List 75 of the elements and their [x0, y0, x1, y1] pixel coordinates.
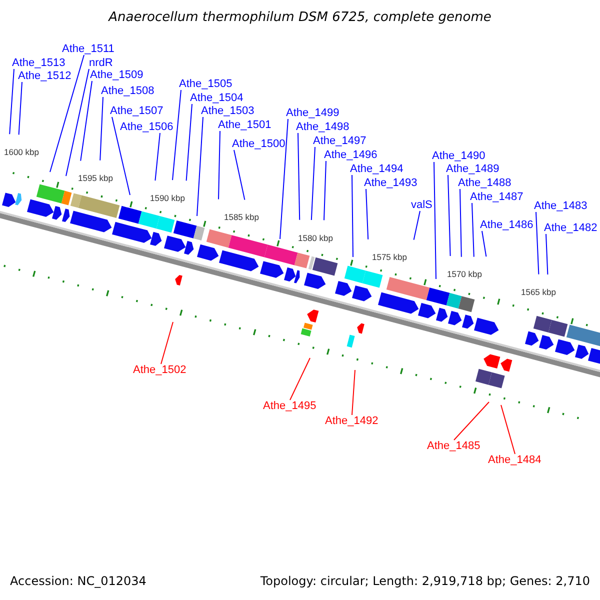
- leader-line: [80, 80, 92, 162]
- leader-line: [160, 322, 174, 364]
- gene-label: Athe_1512: [18, 70, 72, 82]
- gene-label: Athe_1503: [201, 105, 254, 117]
- gene-label: Athe_1483: [534, 200, 588, 212]
- gene-label: Athe_1505: [179, 78, 232, 90]
- scale-label: 1600 kbp: [4, 147, 39, 157]
- leader-line: [546, 234, 548, 275]
- leader-line: [290, 358, 310, 400]
- scale-label: 1575 kbp: [372, 252, 407, 262]
- leader-line: [352, 174, 354, 258]
- leader-line: [434, 162, 436, 280]
- gene-label: valS: [411, 199, 432, 211]
- leader-line: [18, 82, 22, 136]
- scale-label: 1595 kbp: [78, 173, 113, 183]
- scale-label: 1590 kbp: [150, 193, 185, 203]
- gene-label: Athe_1508: [101, 85, 154, 97]
- leader-line: [536, 212, 540, 275]
- gene-label: Athe_1487: [470, 191, 524, 203]
- leader-line: [234, 150, 246, 200]
- gene-label: Athe_1499: [286, 107, 340, 119]
- accession-text: Accession: NC_012034: [10, 575, 146, 587]
- leader-line: [324, 160, 326, 221]
- title: Anaerocellum thermophilum DSM 6725, complete genome: [107, 10, 492, 26]
- gene-label: Athe_1485: [427, 440, 480, 452]
- gene-label: Athe_1494: [350, 163, 404, 175]
- leader-line: [186, 104, 192, 182]
- gene-label: Athe_1482: [544, 222, 598, 234]
- leader-line: [352, 370, 356, 416]
- leader-line: [66, 68, 90, 176]
- leader-line: [112, 116, 130, 196]
- gene-label: nrdR: [89, 57, 113, 69]
- leader-line: [454, 402, 490, 440]
- leader-line: [482, 230, 487, 258]
- gene-label: Athe_1489: [446, 163, 500, 175]
- gene-label: Athe_1501: [218, 119, 272, 131]
- genome-stats-text: Topology: circular; Length: 2,919,718 bp; Genes: 2,710: [260, 575, 590, 587]
- gene-label: Athe_1484: [488, 454, 542, 466]
- gene-label: Athe_1497: [313, 135, 366, 147]
- scale-label: 1580 kbp: [298, 233, 333, 243]
- gene-label: Athe_1504: [190, 92, 244, 104]
- gene-label: Athe_1506: [120, 121, 174, 133]
- scale-label: 1570 kbp: [447, 269, 482, 279]
- gene-label: Athe_1509: [90, 69, 144, 81]
- gene-label: Athe_1507: [110, 105, 164, 117]
- leader-line: [196, 116, 204, 216]
- leader-line: [298, 132, 300, 220]
- leader-line: [366, 188, 369, 240]
- gene-label: Athe_1511: [62, 43, 114, 55]
- gene-label: Athe_1498: [296, 121, 350, 133]
- leader-line: [460, 188, 462, 258]
- gene-label: Athe_1488: [458, 177, 512, 189]
- leader-line: [9, 68, 14, 135]
- gene-label: Athe_1496: [324, 149, 378, 161]
- leader-line: [172, 90, 182, 181]
- gene-label: Athe_1495: [263, 400, 316, 412]
- gene-label: Athe_1500: [232, 138, 286, 150]
- leader-line: [280, 118, 288, 240]
- gene-label: Athe_1502: [133, 364, 186, 376]
- leader-line: [100, 96, 104, 161]
- leader-line: [413, 210, 420, 240]
- leader-line: [218, 130, 220, 200]
- gene-label: Athe_1492: [325, 415, 378, 427]
- leader-line: [154, 132, 160, 182]
- leader-line: [50, 54, 84, 172]
- scale-label: 1565 kbp: [521, 287, 556, 297]
- leader-line: [310, 146, 316, 220]
- leader-line: [448, 174, 451, 256]
- leader-line: [500, 404, 516, 454]
- gene-label: Athe_1490: [432, 150, 486, 162]
- gene-label: Athe_1513: [12, 57, 66, 69]
- scale-label: 1585 kbp: [224, 212, 259, 222]
- gene-label: Athe_1486: [480, 219, 534, 231]
- leader-line: [472, 202, 474, 258]
- gene-label: Athe_1493: [364, 177, 418, 189]
